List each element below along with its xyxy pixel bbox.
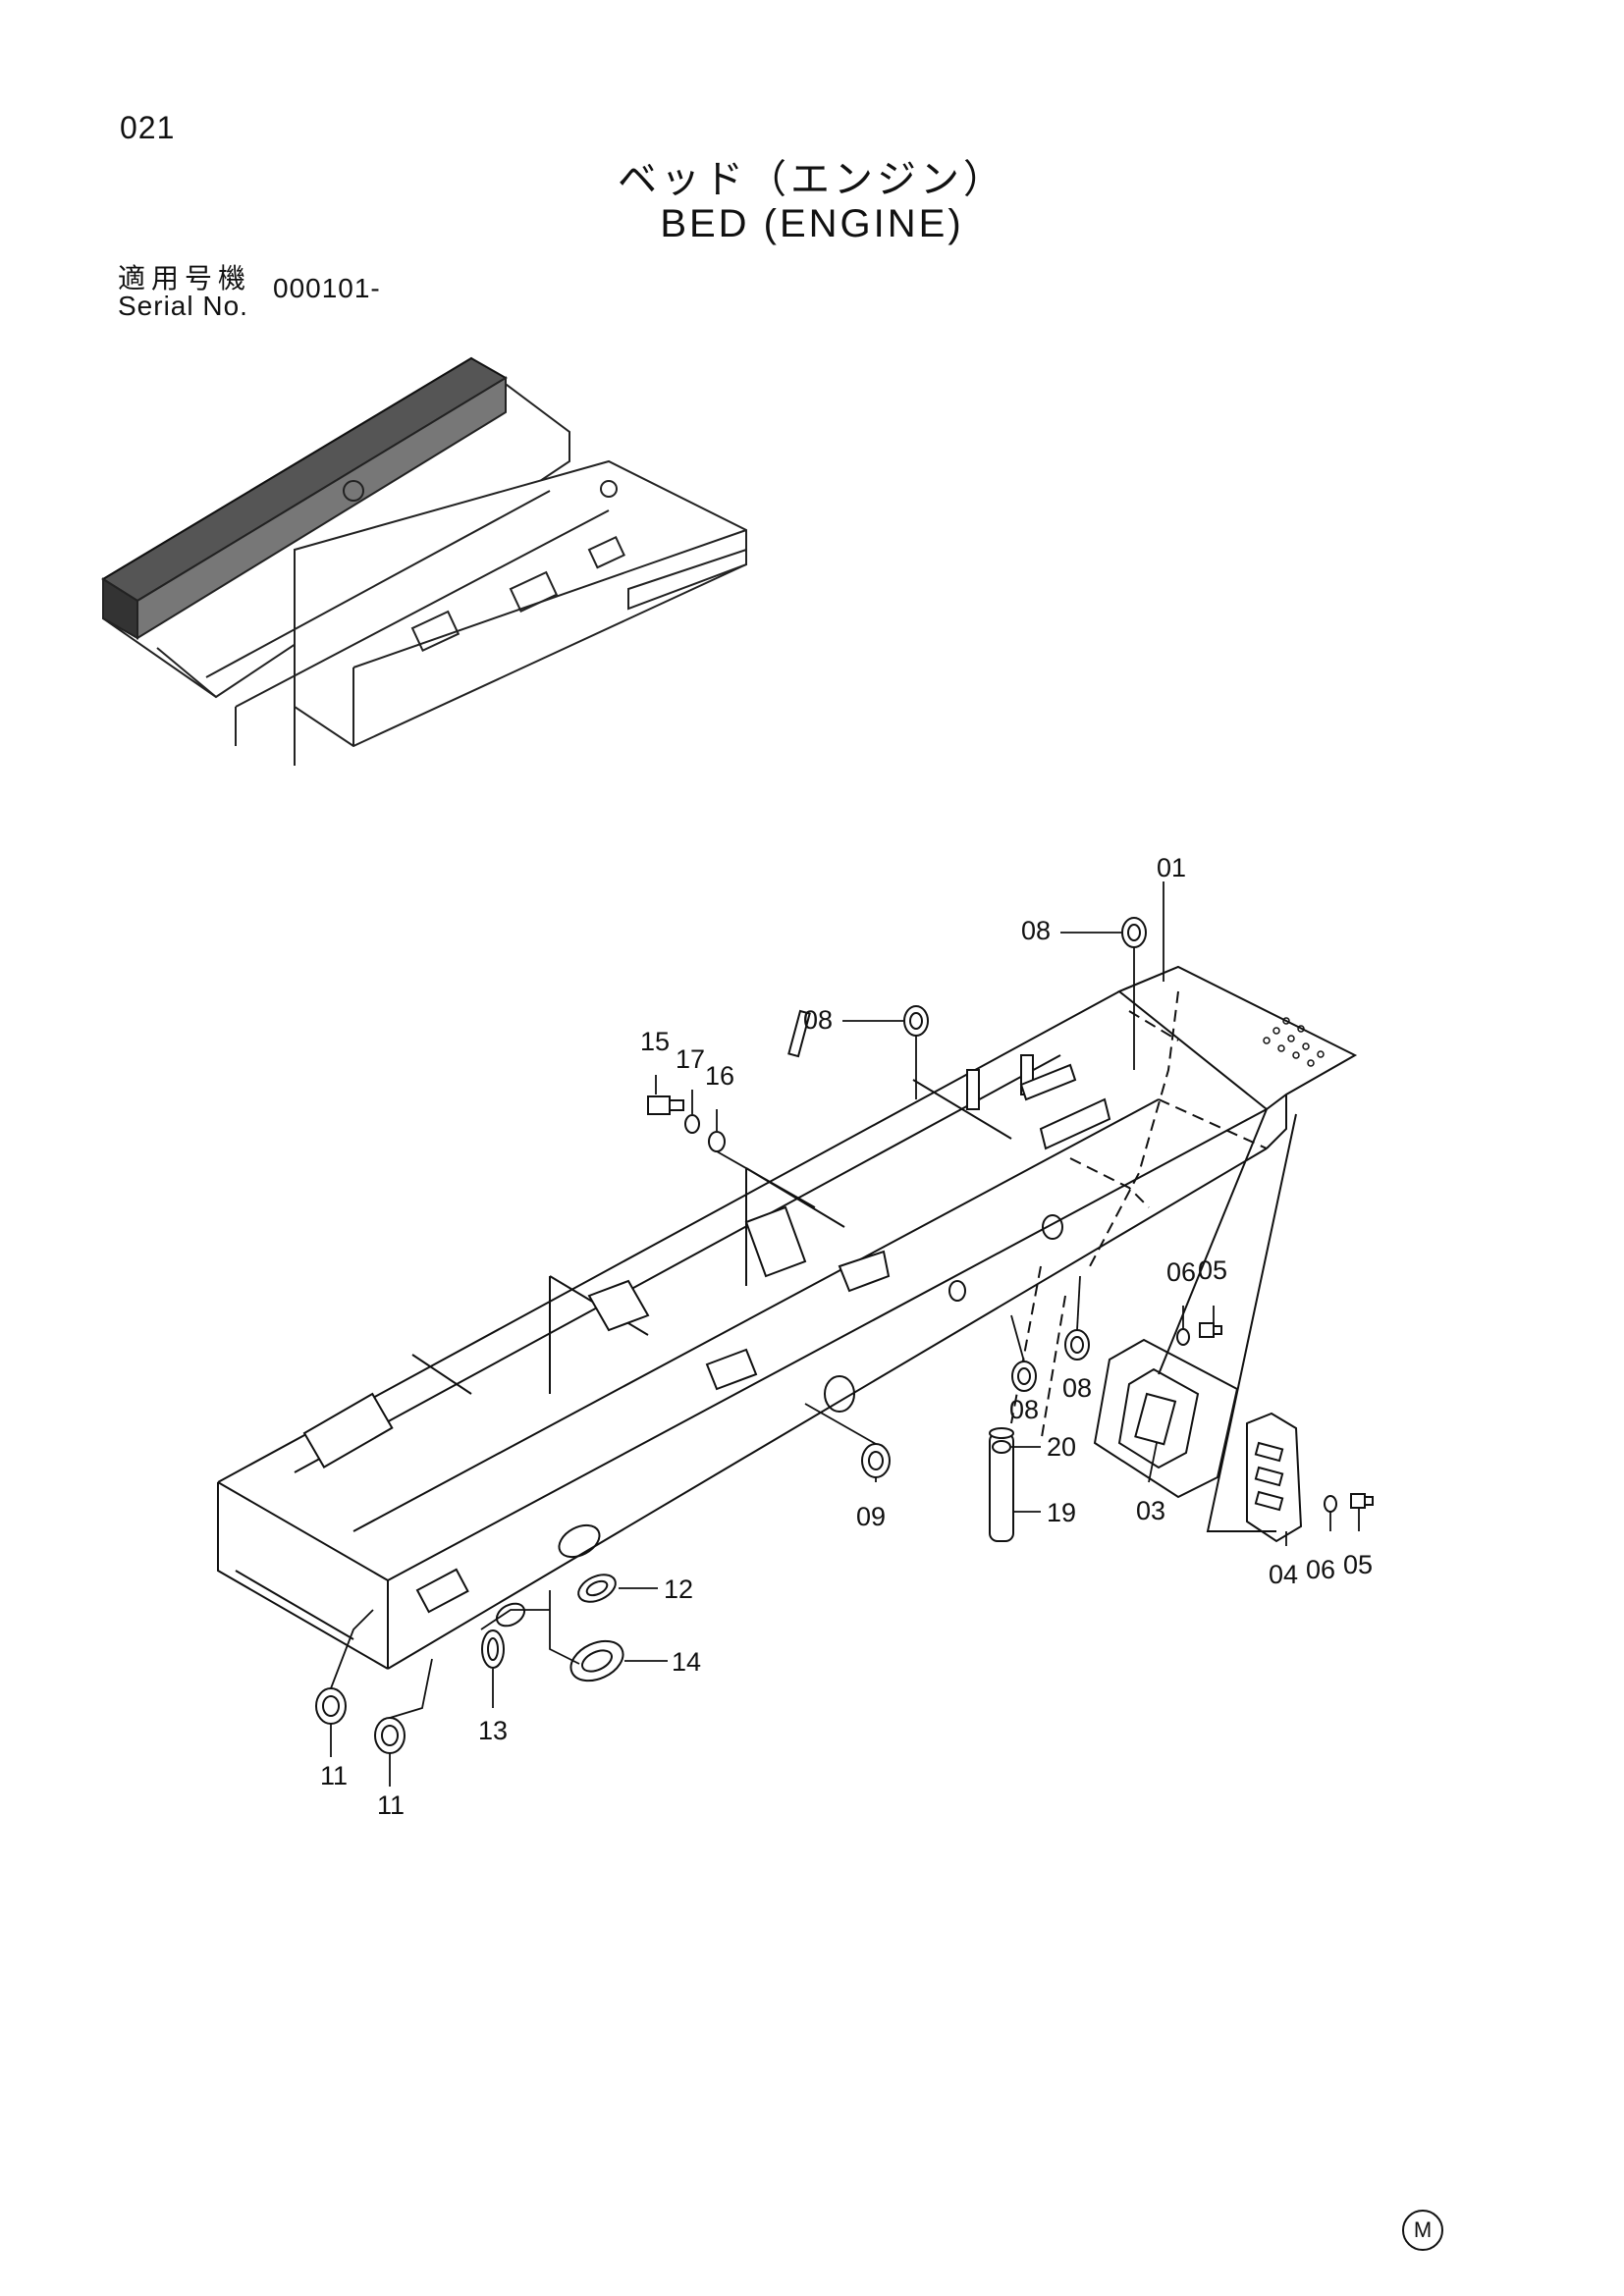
callout-17: 17 <box>676 1044 705 1074</box>
callout-03: 03 <box>1136 1496 1165 1525</box>
serial-label-japanese: 適用号機 <box>118 263 252 294</box>
leader-lines <box>330 881 1360 1787</box>
callout-09: 09 <box>856 1502 886 1531</box>
callout-11-right: 11 <box>377 1790 405 1820</box>
callout-14: 14 <box>672 1647 701 1677</box>
cover-outline-lines <box>1158 1108 1297 1532</box>
callout-19: 19 <box>1047 1498 1076 1527</box>
callout-16: 16 <box>705 1061 734 1091</box>
title-english: BED (ENGINE) <box>660 202 964 245</box>
callout-08-top: 08 <box>1021 916 1051 945</box>
callout-08-lower-right: 08 <box>1062 1373 1092 1403</box>
overview-thumbnail <box>101 356 747 766</box>
callout-01: 01 <box>1157 853 1186 882</box>
callout-11-left: 11 <box>320 1761 348 1790</box>
hidden-lines <box>1010 990 1268 1444</box>
engine-bed-frame <box>217 965 1358 1670</box>
serial-number-value: 000101- <box>273 273 381 303</box>
callout-06-upper: 06 <box>1166 1257 1196 1287</box>
callout-08-upper: 08 <box>803 1005 833 1035</box>
callout-15: 15 <box>640 1027 670 1056</box>
serial-label-english: Serial No. <box>118 291 248 321</box>
callout-06-lower: 06 <box>1306 1555 1335 1584</box>
cover-plate-03 <box>1093 1338 1239 1499</box>
callout-13: 13 <box>478 1716 508 1745</box>
callout-05-upper: 05 <box>1198 1255 1227 1285</box>
hardware-parts <box>315 917 1374 1754</box>
callout-12: 12 <box>664 1575 693 1604</box>
callout-08-lower-left: 08 <box>1009 1395 1039 1424</box>
title-japanese: ベッド（エンジン） <box>618 158 1006 201</box>
callout-labels: 01 08 08 15 17 16 06 05 08 08 20 09 19 0… <box>320 853 1373 1820</box>
callout-05-lower: 05 <box>1343 1550 1373 1579</box>
manufacturer-mark: M <box>1402 2210 1443 2251</box>
callout-20: 20 <box>1047 1432 1076 1462</box>
cover-plate-04 <box>1246 1412 1303 1543</box>
callout-04: 04 <box>1269 1560 1298 1589</box>
page-number: 021 <box>120 110 176 145</box>
